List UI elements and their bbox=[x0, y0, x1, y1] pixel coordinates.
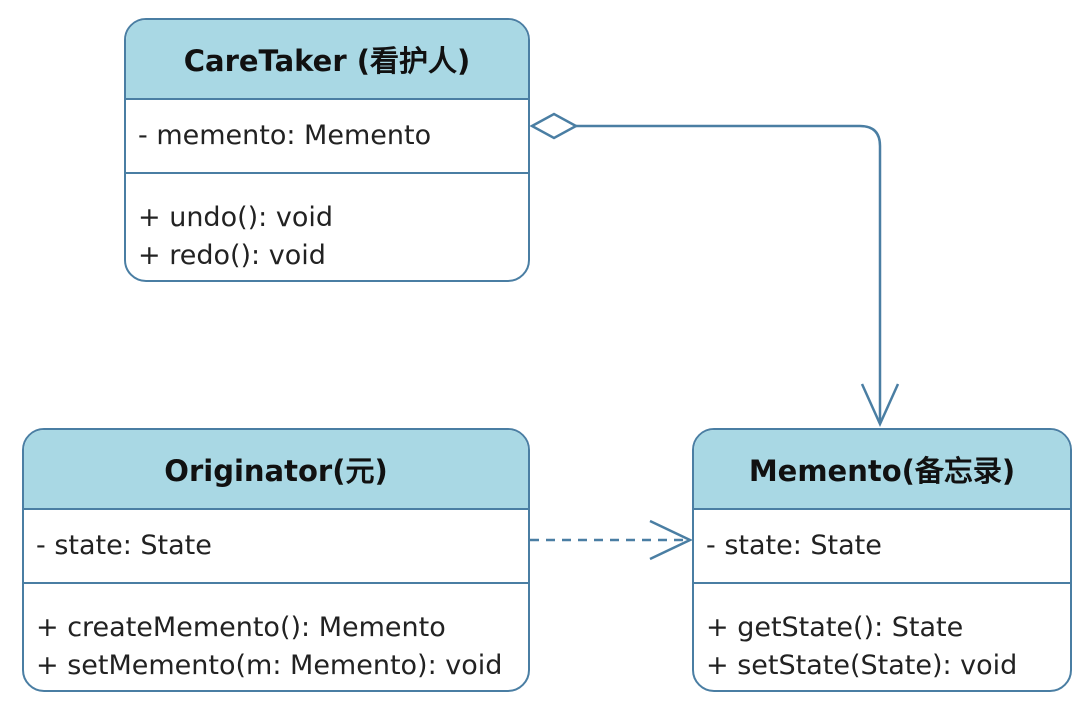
dependency-arrowhead-icon bbox=[649, 519, 693, 561]
originator-class[interactable]: Originator(元) - state: State + createMem… bbox=[22, 428, 530, 692]
dependency-connector[interactable] bbox=[530, 519, 693, 561]
memento-attribute-state: - state: State bbox=[706, 530, 882, 561]
originator-attribute-state: - state: State bbox=[36, 530, 212, 561]
memento-class[interactable]: Memento(备忘录) - state: State + getState()… bbox=[692, 428, 1072, 692]
originator-attributes: - state: State bbox=[24, 510, 528, 584]
memento-operation-get-state: + getState(): State bbox=[706, 612, 964, 643]
aggregation-diamond-icon bbox=[529, 112, 579, 140]
caretaker-class-name: CareTaker (看护人) bbox=[126, 20, 528, 100]
memento-operations: + getState(): State + setState(State): v… bbox=[694, 584, 1070, 685]
caretaker-operation-undo: + undo(): void bbox=[138, 202, 333, 233]
caretaker-class[interactable]: CareTaker (看护人) - memento: Memento + und… bbox=[124, 18, 530, 282]
aggregation-arrowhead-icon bbox=[860, 383, 900, 428]
caretaker-attribute-memento: - memento: Memento bbox=[138, 120, 432, 151]
originator-class-name: Originator(元) bbox=[24, 430, 528, 510]
memento-class-name: Memento(备忘录) bbox=[694, 430, 1070, 510]
caretaker-operations: + undo(): void + redo(): void bbox=[126, 174, 528, 275]
aggregation-line bbox=[576, 124, 882, 424]
caretaker-operation-redo: + redo(): void bbox=[138, 240, 326, 271]
originator-operation-set-memento: + setMemento(m: Memento): void bbox=[36, 650, 503, 681]
memento-attributes: - state: State bbox=[694, 510, 1070, 584]
originator-operation-create-memento: + createMemento(): Memento bbox=[36, 612, 446, 643]
caretaker-attributes: - memento: Memento bbox=[126, 100, 528, 174]
memento-operation-set-state: + setState(State): void bbox=[706, 650, 1018, 681]
originator-operations: + createMemento(): Memento + setMemento(… bbox=[24, 584, 528, 685]
aggregation-connector[interactable] bbox=[529, 112, 900, 428]
